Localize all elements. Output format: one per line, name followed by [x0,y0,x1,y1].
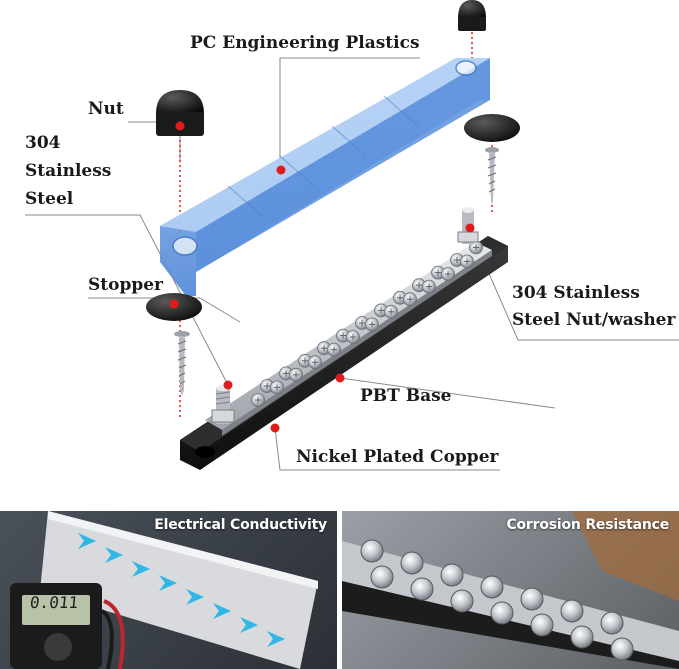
current-arrow-icon [213,603,231,619]
label-nut: Nut [88,99,124,119]
conductivity-illustration [10,511,318,669]
label-pc-engineering-plastics: PC Engineering Plastics [190,33,420,53]
caption-corrosion-resistance: Corrosion Resistance [506,517,669,533]
terminal-bolt-icon [360,539,384,563]
current-arrow-icon [132,561,150,577]
stopper-right-icon [464,114,520,142]
label-pbt-base: PBT Base [360,386,452,406]
stud-post-left-icon [211,385,235,424]
screw-left-icon [174,331,190,396]
terminal-bolt-icon [440,563,464,587]
label-304-line2: Stainless [25,161,112,181]
label-304-line3: Steel [25,189,74,209]
terminal-bolt-icon [480,575,504,599]
label-nickel-plated-copper: Nickel Plated Copper [296,447,499,467]
terminal-bolts [360,539,634,661]
label-stopper: Stopper [88,275,164,295]
terminal-bolt-icon [450,589,474,613]
current-arrow-icon [105,547,123,563]
terminal-bolt-icon [610,637,634,661]
current-arrow-icon [240,617,258,633]
terminal-bolt-icon [410,577,434,601]
screw-right-icon [485,147,499,205]
terminal-bolt-icon [560,599,584,623]
blue-cover-icon [160,58,490,296]
current-arrow-icon [78,533,96,549]
label-nut-washer-line1: 304 Stainless [512,283,640,303]
current-arrows [78,533,285,647]
current-arrow-icon [267,631,285,647]
corrosion-illustration [342,511,679,669]
marker-dots [169,121,475,433]
meter-display: 0.011 [29,593,80,612]
label-nut-washer-line2: Steel Nut/washer [512,310,676,330]
terminal-bolt-icon [570,625,594,649]
current-arrow-icon [159,575,177,591]
terminal-screws [251,240,483,407]
terminal-bolt-icon [600,611,624,635]
terminal-bolt-icon [490,601,514,625]
photo-corrosion-resistance: Corrosion Resistance [342,511,679,669]
busbar-exploded-diagram [25,0,679,471]
photo-electrical-conductivity: 0.011 Electrical Conductivity [0,511,337,669]
terminal-bolt-icon [400,551,424,575]
caption-electrical-conductivity: Electrical Conductivity [154,517,327,533]
label-304-line1: 304 [25,133,61,153]
terminal-bolt-icon [520,587,544,611]
acorn-nut-top-icon [458,0,486,31]
terminal-bolt-icon [530,613,554,637]
current-arrow-icon [186,589,204,605]
terminal-bolt-icon [370,565,394,589]
